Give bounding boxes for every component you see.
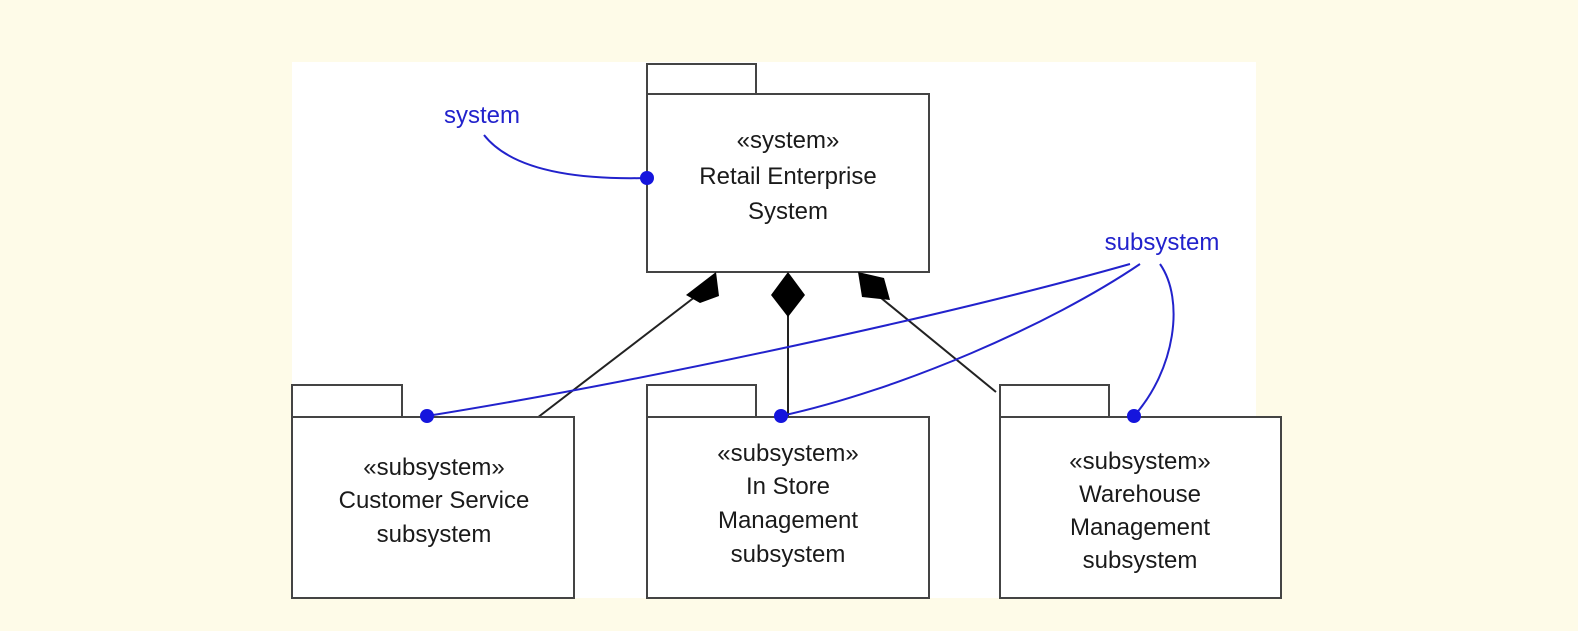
subsystem-callout-dot-warehouse	[1127, 409, 1141, 423]
system-stereotype: «system»	[737, 127, 840, 154]
composition-diamond-in-store	[771, 272, 805, 317]
subsystem-name-line1-warehouse: Warehouse	[1079, 481, 1201, 508]
system-package-body	[646, 93, 930, 273]
subsystem-name-line3-in-store: subsystem	[731, 541, 846, 568]
subsystem-package-warehouse: «subsystem» Warehouse Management subsyst…	[999, 384, 1282, 599]
subsystem-tab-warehouse	[999, 384, 1110, 418]
subsystem-callout: subsystem	[420, 229, 1219, 423]
subsystem-callout-label: subsystem	[1105, 229, 1220, 256]
subsystem-name-line1-customer-service: Customer Service	[339, 487, 530, 514]
composition-line-warehouse	[874, 292, 997, 393]
system-package: «system» Retail Enterprise System	[646, 63, 930, 273]
subsystem-name-line2-customer-service: subsystem	[377, 521, 492, 548]
subsystem-name-line2-warehouse: Management	[1070, 514, 1210, 541]
system-callout: system	[444, 102, 654, 185]
system-callout-dot	[640, 171, 654, 185]
subsystem-callout-dot-in-store	[774, 409, 788, 423]
subsystem-package-in-store: «subsystem» In Store Management subsyste…	[646, 384, 930, 599]
subsystem-body-in-store	[646, 416, 930, 599]
subsystem-name-line1-in-store: In Store	[746, 473, 830, 500]
subsystem-body-customer-service	[291, 416, 575, 599]
subsystem-body-warehouse	[999, 416, 1282, 599]
subsystem-name-line2-in-store: Management	[718, 507, 858, 534]
composition-diamond-customer-service	[686, 272, 719, 303]
system-callout-leader	[483, 134, 648, 180]
subsystem-callout-leader-in-store	[780, 263, 1141, 417]
subsystem-package-customer-service: «subsystem» Customer Service subsystem	[291, 384, 575, 599]
subsystem-callout-leader-customer-service	[426, 263, 1131, 417]
composition-diamond-warehouse	[858, 272, 890, 300]
subsystem-tab-customer-service	[291, 384, 403, 418]
composition-links	[536, 272, 997, 419]
subsystem-stereotype-warehouse: «subsystem»	[1069, 448, 1210, 475]
subsystem-name-line3-warehouse: subsystem	[1083, 547, 1198, 574]
system-name-line2: System	[748, 198, 828, 225]
subsystem-callout-dot-customer-service	[420, 409, 434, 423]
system-package-tab	[646, 63, 757, 96]
system-name-line1: Retail Enterprise	[699, 163, 876, 190]
subsystem-tab-in-store	[646, 384, 757, 418]
subsystem-stereotype-in-store: «subsystem»	[717, 440, 858, 467]
system-callout-label: system	[444, 102, 520, 129]
composition-line-customer-service	[536, 292, 701, 419]
subsystem-callout-leader-warehouse	[1133, 263, 1175, 417]
subsystem-stereotype-customer-service: «subsystem»	[363, 454, 504, 481]
